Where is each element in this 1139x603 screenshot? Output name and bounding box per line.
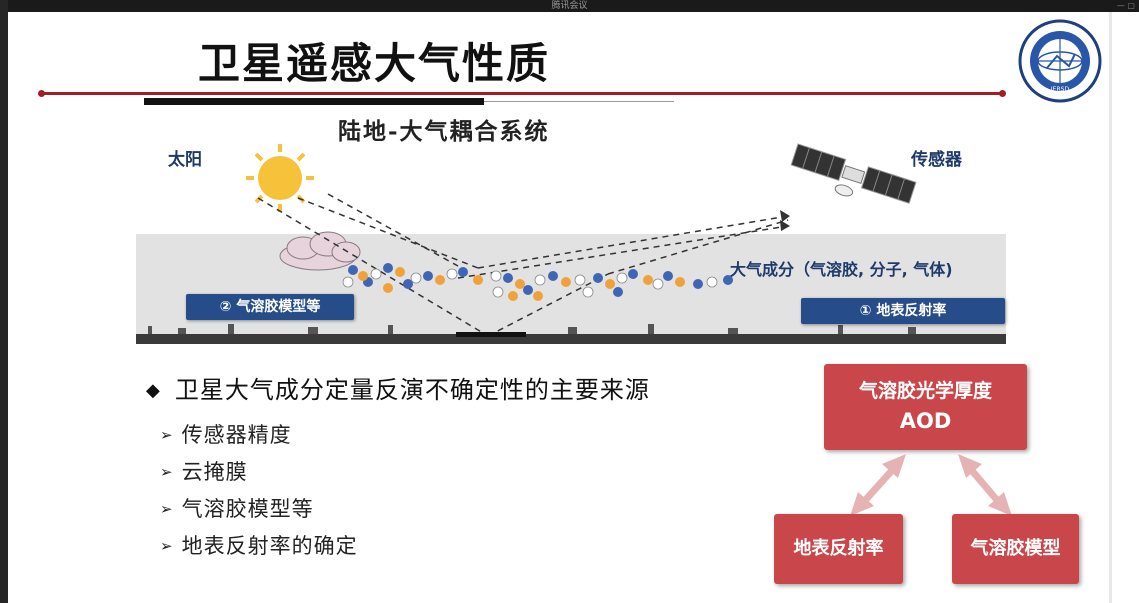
diagram-subtitle: 陆地-大气耦合系统 <box>338 118 550 145</box>
surface-reflectance-tag: ① 地表反射率 <box>801 298 1005 324</box>
arrow-bullet-icon: ➢ <box>160 463 174 481</box>
title-divider <box>38 90 1006 97</box>
list-item: ➢ 气溶胶模型等 <box>160 491 358 528</box>
aod-box-line2: AOD <box>899 409 952 433</box>
list-item: ➢ 云掩膜 <box>160 454 358 491</box>
arrow-bullet-icon: ➢ <box>160 500 174 518</box>
list-item: ➢ 地表反射率的确定 <box>160 528 358 565</box>
cloud-icon <box>279 231 361 271</box>
surface-reflectance-box: 地表反射率 <box>774 514 903 584</box>
arrow-bullet-icon: ➢ <box>160 426 174 444</box>
window-titlebar: 腾讯会议 — ▢ <box>0 0 1139 14</box>
logo-text: IERSD <box>1051 86 1070 93</box>
list-item-text: 传感器精度 <box>181 423 292 447</box>
aerosol-model-tag: ② 气溶胶模型等 <box>186 294 354 320</box>
aerosol-particles-icon <box>342 263 733 301</box>
list-item-text: 云掩膜 <box>181 460 248 484</box>
diamond-bullet-icon: ◆ <box>146 380 161 401</box>
sun-label: 太阳 <box>168 150 202 170</box>
list-item-text: 气溶胶模型等 <box>181 497 314 521</box>
aod-box: 气溶胶光学厚度 AOD <box>824 364 1027 450</box>
aod-box-line1: 气溶胶光学厚度 <box>858 380 992 402</box>
presentation-slide: 卫星遥感大气性质 IERSD <box>8 12 1109 603</box>
satellite-icon <box>790 143 917 204</box>
main-bullet-text: 卫星大气成分定量反演不确定性的主要来源 <box>174 376 650 404</box>
institute-logo: IERSD <box>1018 19 1102 103</box>
left-edge-strip <box>0 0 8 603</box>
atmosphere-label: 大气成分（气溶胶, 分子, 气体) <box>730 260 953 279</box>
list-item-text: 地表反射率的确定 <box>181 534 358 558</box>
sun-icon <box>246 144 314 212</box>
window-controls[interactable]: — ▢ <box>1116 1 1135 10</box>
page-title: 卫星遥感大气性质 <box>198 39 551 88</box>
window-title: 腾讯会议 <box>551 1 588 11</box>
main-bullet: ◆ 卫星大气成分定量反演不确定性的主要来源 <box>146 370 650 405</box>
aerosol-model-box: 气溶胶模型 <box>952 514 1079 584</box>
sub-bullet-list: ➢ 传感器精度 ➢ 云掩膜 ➢ 气溶胶模型等 ➢ 地表反射率的确定 <box>160 417 358 565</box>
right-edge-strip <box>1109 12 1139 603</box>
sensor-label: 传感器 <box>911 150 962 170</box>
double-arrows-icon <box>850 454 1012 516</box>
list-item: ➢ 传感器精度 <box>160 417 358 454</box>
arrow-bullet-icon: ➢ <box>160 537 174 555</box>
